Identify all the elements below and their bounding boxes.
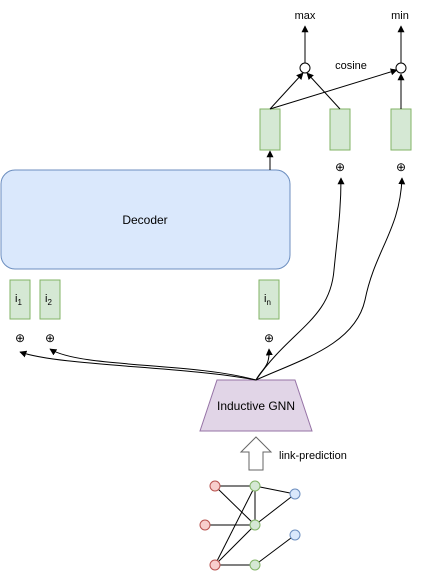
graph-node-green-1 bbox=[249, 480, 261, 492]
graph-node-green-2 bbox=[249, 519, 261, 531]
gnn-label: Inductive GNN bbox=[217, 399, 295, 413]
cosine-label: cosine bbox=[335, 60, 367, 72]
emb1-to-min-line bbox=[269, 68, 398, 110]
graph-node-green-3 bbox=[249, 559, 261, 571]
min-label: min bbox=[391, 10, 409, 22]
cosine-node-min bbox=[395, 62, 407, 74]
input-embedding-1 bbox=[9, 279, 31, 320]
plus-icon-n: ⊕ bbox=[264, 331, 274, 345]
gnn-to-plus-1 bbox=[19, 350, 257, 381]
input-label-2: i2 bbox=[45, 293, 52, 307]
graph-node-blue-1 bbox=[289, 488, 301, 500]
link-prediction-label: link-prediction bbox=[279, 450, 347, 462]
emb1-to-max-line bbox=[269, 72, 304, 110]
input-embedding-2 bbox=[39, 279, 61, 320]
graph-node-blue-2 bbox=[289, 529, 301, 541]
plus-icon-pos: ⊕ bbox=[335, 160, 345, 174]
plus-icon-2: ⊕ bbox=[45, 331, 55, 345]
gnn-to-plus-neg bbox=[255, 177, 406, 381]
plus-icon-1: ⊕ bbox=[15, 331, 25, 345]
decoder-block bbox=[0, 169, 291, 270]
output-embedding-3 bbox=[390, 108, 412, 151]
output-embedding-1 bbox=[259, 108, 281, 151]
output-embedding-2 bbox=[329, 108, 351, 151]
input-label-n: in bbox=[264, 293, 271, 307]
input-embedding-n bbox=[258, 279, 280, 320]
graph-node-red-3 bbox=[209, 559, 221, 571]
input-label-1: i1 bbox=[15, 293, 22, 307]
gnn-to-plus-pos bbox=[255, 177, 345, 381]
gnn-block bbox=[199, 379, 313, 432]
graph-node-red-2 bbox=[199, 519, 211, 531]
gnn-to-plus-2 bbox=[49, 348, 257, 381]
emb2-to-max-line bbox=[306, 72, 341, 110]
graph-node-red-1 bbox=[209, 480, 221, 492]
max-label: max bbox=[295, 10, 316, 22]
decoder-label: Decoder bbox=[122, 213, 167, 227]
graph-edges bbox=[205, 485, 296, 566]
link-prediction-arrow-icon bbox=[239, 436, 273, 471]
cosine-node-max bbox=[299, 62, 311, 74]
plus-icon-neg: ⊕ bbox=[396, 160, 406, 174]
